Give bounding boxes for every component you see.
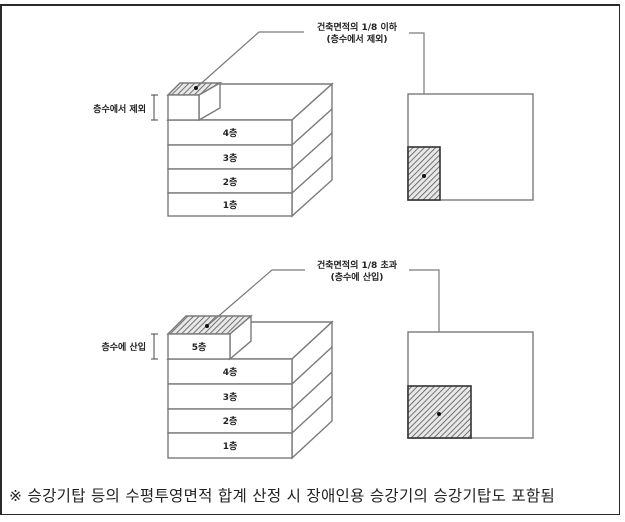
floor-label: 5층 [192, 341, 207, 353]
floor-label: 2층 [223, 415, 238, 427]
bottom-side-label: 층수에 산입 [101, 341, 146, 353]
floor-label: 3층 [223, 152, 238, 164]
floor-label: 3층 [223, 391, 238, 403]
bottom-plan-view [407, 331, 534, 439]
leader-dot [194, 86, 198, 90]
bottom-building [166, 314, 334, 460]
top-callout-line1: 건축면적의 1/8 이하 [317, 21, 398, 33]
leader-dot [205, 324, 209, 328]
plan-hatched-area [407, 146, 441, 201]
floor-label: 1층 [223, 199, 238, 211]
plan-hatched-area [407, 385, 472, 439]
top-side-label: 층수에서 제외 [93, 103, 146, 115]
top-building [166, 81, 334, 218]
floor-label: 2층 [223, 176, 238, 188]
top-callout-line2: (층수에서 제외) [326, 33, 387, 45]
top-floor-labels: 4층 3층 2층 1층 [223, 127, 238, 211]
bottom-floor-labels: 5층 4층 3층 2층 1층 [192, 341, 238, 452]
bottom-side-bracket [151, 333, 158, 360]
bottom-callout-line1: 건축면적의 1/8 초과 [317, 259, 398, 271]
floor-label: 4층 [223, 127, 238, 139]
bottom-callout-line2: (층수에 산입) [331, 271, 384, 283]
footnote: ※ 승강기탑 등의 수평투영면적 합계 산정 시 장애인용 승강기의 승강기탑도… [9, 487, 556, 505]
top-plan-view [407, 93, 534, 201]
top-side-bracket [151, 94, 158, 121]
floor-label: 4층 [223, 366, 238, 378]
floor-label: 1층 [223, 440, 238, 452]
